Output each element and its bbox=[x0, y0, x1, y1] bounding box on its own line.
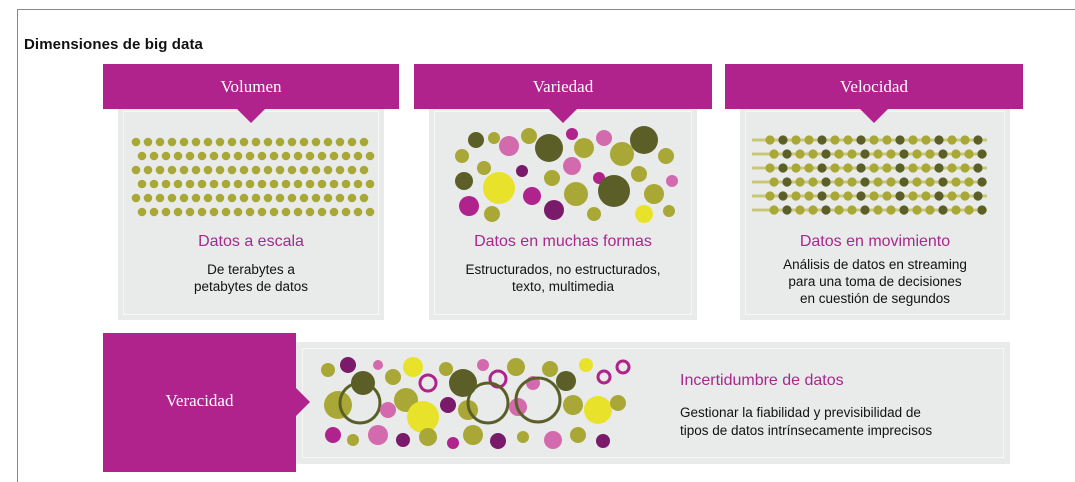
velocidad-description: Análisis de datos en streaming para una … bbox=[783, 257, 967, 306]
veracidad-description: Gestionar la fiabilidad y previsibilidad… bbox=[680, 405, 933, 438]
panel-variedad: Datos en muchas formas Estructurados, no… bbox=[429, 106, 697, 320]
banner-veracidad-label: Veracidad bbox=[165, 391, 234, 410]
velocidad-subtitle: Datos en movimiento bbox=[799, 233, 951, 250]
diagram-title: Dimensiones de big data bbox=[24, 36, 204, 53]
panel-volumen: Datos a escala De terabytes a petabytes … bbox=[118, 106, 384, 320]
banner-volumen-label: Volumen bbox=[220, 77, 282, 96]
volumen-subtitle: Datos a escala bbox=[198, 233, 304, 250]
banner-volumen: Volumen bbox=[103, 64, 399, 123]
banner-variedad-label: Variedad bbox=[532, 77, 594, 96]
frame-top-rule bbox=[17, 9, 1075, 10]
variety-circles-graphic bbox=[455, 126, 678, 223]
variedad-subtitle: Datos en muchas formas bbox=[474, 233, 652, 250]
banner-velocidad: Velocidad bbox=[725, 64, 1023, 123]
volume-dots-graphic bbox=[131, 137, 375, 217]
banner-veracidad: Veracidad bbox=[103, 333, 296, 472]
veracidad-arrow bbox=[296, 388, 310, 416]
banner-velocidad-label: Velocidad bbox=[840, 77, 908, 96]
frame-left-rule bbox=[17, 9, 18, 482]
panel-velocidad: Datos en movimiento Análisis de datos en… bbox=[740, 106, 1010, 320]
veracidad-subtitle: Incertidumbre de datos bbox=[680, 372, 844, 389]
banner-variedad: Variedad bbox=[414, 64, 712, 123]
velocity-streams-graphic bbox=[752, 135, 987, 215]
veracity-mixed-circles-graphic bbox=[321, 357, 631, 449]
variedad-description: Estructurados, no estructurados, texto, … bbox=[465, 262, 661, 294]
volumen-description: De terabytes a petabytes de datos bbox=[193, 262, 309, 294]
